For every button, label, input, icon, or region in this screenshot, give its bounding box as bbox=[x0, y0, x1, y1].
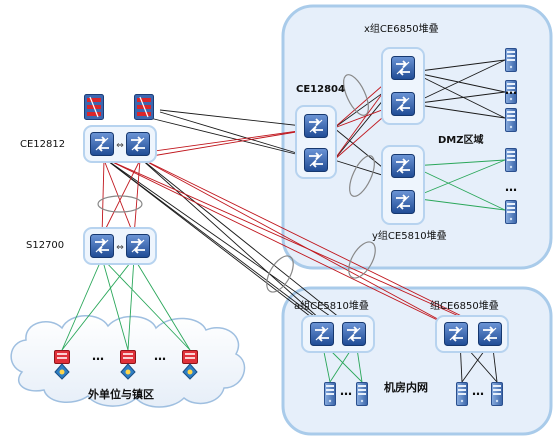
switch-icon bbox=[90, 132, 114, 156]
connection-lines-green bbox=[61, 159, 506, 383]
switch-icon bbox=[391, 92, 415, 116]
server-icon bbox=[505, 48, 517, 72]
firewall-icon bbox=[134, 94, 154, 120]
a-group-label: a组CE5810堆叠 bbox=[294, 301, 369, 312]
more-servers-ellipsis: … bbox=[340, 384, 352, 398]
switch-icon bbox=[444, 322, 468, 346]
stack-link-icon: ⇔ bbox=[116, 141, 124, 151]
switch-icon bbox=[126, 234, 150, 258]
y-group-label: y组CE5810堆叠 bbox=[372, 231, 447, 242]
ce12804-label: CE12804 bbox=[296, 84, 345, 95]
switch-icon bbox=[310, 322, 334, 346]
dmz-label: DMZ区域 bbox=[438, 135, 484, 146]
stack-link-icon: ⇔ bbox=[116, 243, 124, 253]
external-units-label: 外单位与镇区 bbox=[88, 388, 154, 401]
server-icon bbox=[505, 200, 517, 224]
switch-icon bbox=[342, 322, 366, 346]
server-icon bbox=[324, 382, 336, 406]
dmz-zone-background bbox=[281, 4, 553, 270]
ce12812-label: CE12812 bbox=[20, 139, 66, 150]
more-routers-ellipsis: … bbox=[154, 349, 166, 363]
switch-icon bbox=[304, 114, 328, 138]
switch-icon bbox=[478, 322, 502, 346]
switch-icon bbox=[391, 56, 415, 80]
switch-icon bbox=[391, 190, 415, 214]
more-servers-ellipsis: … bbox=[505, 180, 517, 194]
more-servers-ellipsis: … bbox=[505, 83, 517, 97]
server-icon bbox=[505, 108, 517, 132]
ce6850-group-label: 组CE6850堆叠 bbox=[430, 301, 499, 312]
switch-icon bbox=[304, 148, 328, 172]
server-icon bbox=[356, 382, 368, 406]
machine-room-label: 机房内网 bbox=[384, 381, 428, 394]
x-group-label: x组CE6850堆叠 bbox=[364, 24, 439, 35]
connection-lines-red bbox=[101, 71, 491, 331]
server-icon bbox=[505, 148, 517, 172]
connection-lines-black bbox=[103, 59, 506, 383]
firewall-icon bbox=[84, 94, 104, 120]
server-icon bbox=[491, 382, 503, 406]
s12700-label: S12700 bbox=[26, 240, 65, 251]
switch-icon bbox=[391, 154, 415, 178]
switch-icon bbox=[126, 132, 150, 156]
server-icon bbox=[456, 382, 468, 406]
link-bundle-ellipses bbox=[97, 74, 376, 293]
more-routers-ellipsis: … bbox=[92, 349, 104, 363]
more-servers-ellipsis: … bbox=[472, 384, 484, 398]
switch-icon bbox=[90, 234, 114, 258]
